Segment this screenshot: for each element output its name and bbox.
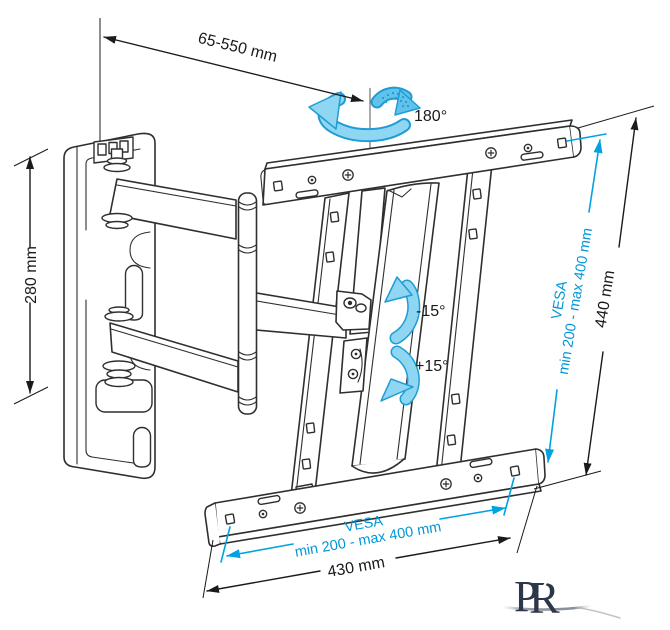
bracket-height-label: 440 mm <box>593 269 619 329</box>
vesa-bottom-line1: VESA <box>343 513 384 536</box>
top-mounting-rail <box>260 119 582 206</box>
swivel-angle-label: 180° <box>414 108 447 125</box>
mount-drawing <box>63 119 582 547</box>
left-vertical-rail <box>290 192 350 497</box>
pivot-post <box>237 192 258 415</box>
dimension-plate-height: 280 mm <box>13 148 49 405</box>
tilt-down-angle-label: +15° <box>415 358 449 375</box>
tilt-down-arrow-icon <box>380 345 420 406</box>
logo-swoosh <box>500 604 594 611</box>
tilt-up-label: -15° <box>416 303 446 320</box>
vesa-side-line1: VESA <box>549 280 571 321</box>
lower-swivel-arm <box>95 306 239 413</box>
center-plate <box>339 182 440 474</box>
extension-range-label: 65-550 mm <box>196 30 279 66</box>
dimension-extension-range: 65-550 mm <box>103 30 364 103</box>
tilt-up-arrow-icon <box>384 276 421 345</box>
bracket-width-label: 430 mm <box>326 554 386 581</box>
tilt-screw <box>347 348 362 380</box>
plate-height-label: 280 mm <box>23 246 40 304</box>
brand-logo: P R <box>500 572 621 623</box>
upper-swivel-arm <box>101 148 237 240</box>
logo-letter-r: R <box>529 572 560 623</box>
logo-notch <box>538 580 548 595</box>
dot-texture <box>381 91 410 108</box>
logo-letter-p: P <box>514 572 538 621</box>
logo-swoosh-tail <box>579 607 621 619</box>
vesa-side-label: VESA min 200 - max 400 mm <box>540 224 596 376</box>
swivel-arrow-icon <box>308 86 421 143</box>
tilt-hinge-bracket <box>335 290 372 331</box>
keyhole-slot <box>132 426 152 468</box>
bottom-mounting-rail <box>204 448 546 547</box>
right-vertical-rail <box>433 163 493 494</box>
